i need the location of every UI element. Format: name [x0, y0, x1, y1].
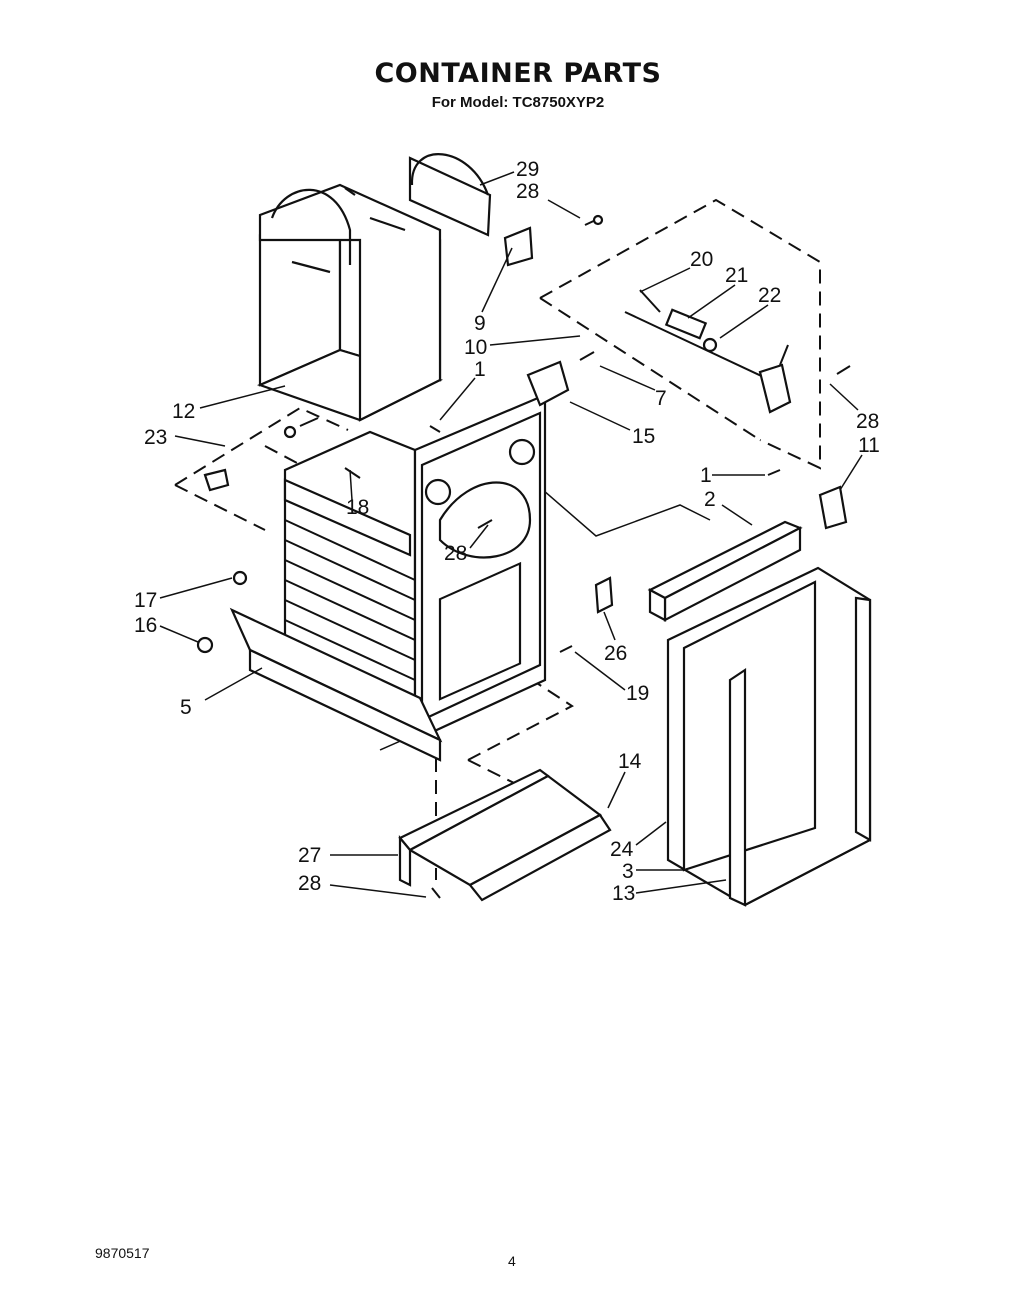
callout-2: 2: [704, 488, 716, 511]
callout-20: 20: [690, 248, 713, 271]
callout-24: 24: [610, 838, 634, 861]
document-code: 9870517: [95, 1245, 150, 1261]
callout-leaders: [159, 171, 863, 898]
front-rail: [229, 607, 443, 762]
callout-3: 3: [622, 860, 634, 883]
model-subtitle: For Model: TC8750XYP2: [431, 94, 605, 111]
ice-bin-liner: [256, 153, 492, 422]
callout-28-right: 28: [856, 410, 879, 433]
hinge-spring-assembly: [624, 289, 792, 414]
callout-29: 29: [516, 158, 539, 181]
container-cabinet: [283, 393, 547, 742]
callout-14: 14: [618, 750, 642, 773]
callout-labels: 29 28 20 21 22 9 10 1 7 28 12 23 15 11 1…: [134, 158, 880, 905]
callout-19: 19: [626, 682, 649, 705]
callout-13: 13: [612, 882, 635, 905]
callout-7: 7: [655, 387, 667, 410]
callout-15: 15: [632, 425, 655, 448]
callout-27: 27: [298, 844, 321, 867]
callout-1-right: 1: [700, 464, 712, 487]
small-hardware: [196, 214, 851, 899]
callout-22: 22: [758, 284, 781, 307]
door-panel: [666, 566, 872, 907]
callout-12: 12: [172, 400, 195, 423]
callout-26: 26: [604, 642, 627, 665]
callout-18: 18: [346, 496, 369, 519]
callout-5: 5: [180, 696, 192, 719]
callout-17: 17: [134, 589, 157, 612]
door-top-trim: [647, 520, 803, 622]
callout-28-top: 28: [516, 180, 539, 203]
page-title: CONTAINER PARTS: [374, 58, 662, 89]
callout-10: 10: [464, 336, 487, 359]
page-number: 4: [508, 1253, 516, 1269]
callout-16: 16: [134, 614, 157, 637]
callout-9: 9: [474, 312, 486, 335]
callout-1-upper: 1: [474, 358, 486, 381]
callout-28-mid: 28: [444, 542, 467, 565]
callout-21: 21: [725, 264, 748, 287]
callout-28-bottom: 28: [298, 872, 321, 895]
callout-23: 23: [144, 426, 167, 449]
kick-plate: [398, 768, 612, 902]
callout-11: 11: [858, 434, 880, 457]
